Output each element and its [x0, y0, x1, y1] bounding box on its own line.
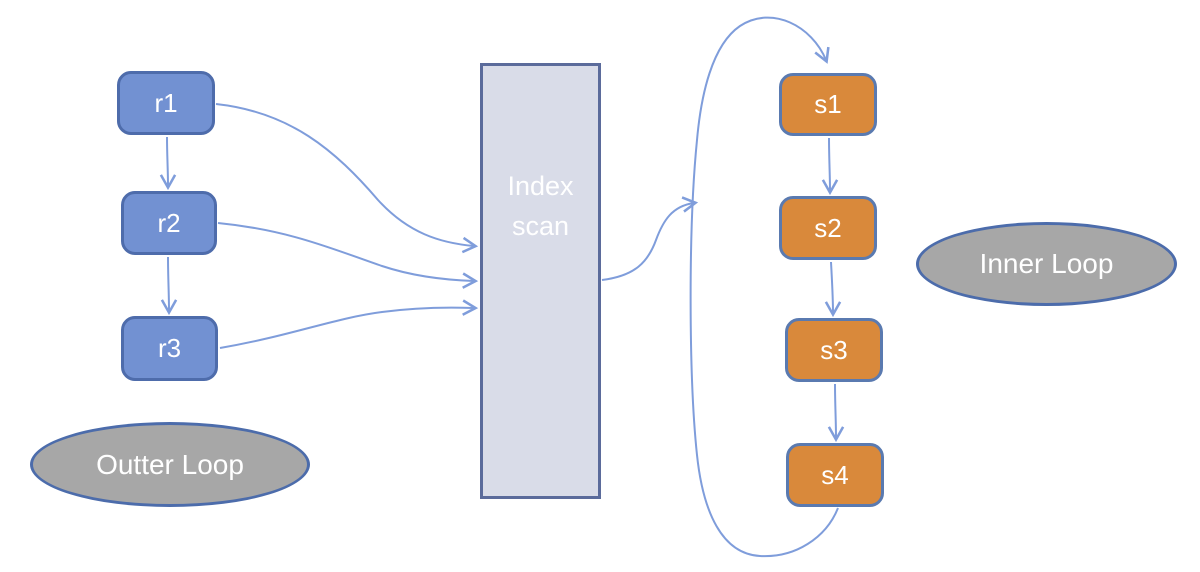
node-s3-label: s3: [820, 334, 848, 365]
node-r1: r1: [117, 71, 215, 135]
node-r2: r2: [121, 191, 217, 255]
node-s1: s1: [779, 73, 877, 136]
inner-loop-label: Inner Loop: [979, 248, 1114, 279]
edge-s3-s4: [827, 383, 845, 443]
edge-r3-indexscan: [219, 299, 479, 349]
node-s3: s3: [785, 318, 883, 382]
node-r1-label: r1: [154, 87, 178, 118]
edge-r2-indexscan: [217, 222, 479, 289]
index-scan-label-line2: scan: [511, 211, 570, 241]
outer-loop-ellipse: Outter Loop: [30, 422, 310, 507]
edge-s1-s2: [821, 137, 839, 196]
node-s2: s2: [779, 196, 877, 260]
edge-s2-s3: [824, 261, 842, 318]
inner-loop-ellipse: Inner Loop: [916, 222, 1177, 306]
outer-loop-label: Outter Loop: [96, 448, 244, 480]
edge-loop-s4-s1: [689, 16, 839, 558]
edge-r1-r2: [159, 136, 177, 191]
index-scan-block: Index scan: [480, 63, 601, 499]
node-r3-label: r3: [157, 333, 182, 363]
node-r2-label: r2: [157, 207, 181, 238]
node-s4-label: s4: [821, 459, 849, 490]
edge-indexscan-loop: [601, 196, 699, 281]
node-s2-label: s2: [814, 212, 842, 243]
node-s4: s4: [786, 443, 884, 507]
node-s1-label: s1: [814, 89, 842, 119]
edge-r1-indexscan: [215, 103, 479, 254]
edge-r2-r3: [160, 256, 178, 316]
index-scan-label-line1: Index: [507, 171, 574, 201]
node-r3: r3: [121, 316, 218, 381]
